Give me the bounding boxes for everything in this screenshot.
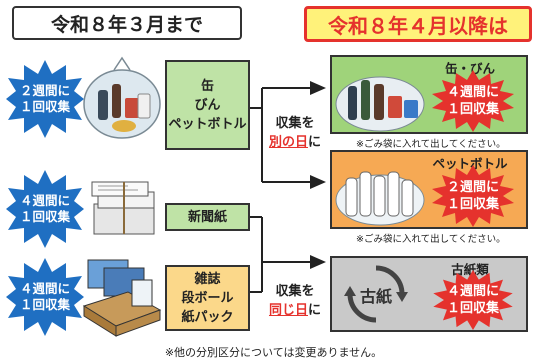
schedule-line: １回収集 (446, 102, 499, 117)
bag-note: ※ごみ袋に入れて出してください。 (356, 139, 506, 150)
new-schedule-header: 令和８年４月以降は (304, 6, 532, 42)
item-label-line: ペットボトル (168, 116, 247, 132)
old-schedule-header: 令和８年３月まで (12, 6, 242, 40)
caption-suffix: に (308, 303, 322, 318)
item-label-line: 雑誌 (194, 271, 221, 287)
separate-day-caption: 収集を 別の日に (266, 114, 324, 152)
schedule-line: １回収集 (446, 301, 499, 316)
caption-line: 同じ日に (266, 301, 324, 320)
schedule-line: ４週間に (446, 85, 499, 100)
starburst-icon (6, 170, 84, 248)
bag-note: ※ごみ袋に入れて出してください。 (356, 234, 506, 245)
schedule-red-burst: ４週間に １回収集 (432, 270, 514, 330)
item-label-line: 缶 (200, 78, 214, 94)
schedule-red-burst: ２週間に １回収集 (432, 165, 514, 227)
footer-note: ※他の分別区分については変更ありません。 (164, 346, 383, 359)
panel-title: ペットボトル (432, 156, 508, 171)
starburst-icon (432, 165, 514, 227)
same-day-caption: 収集を 同じ日に (266, 282, 324, 320)
same-day-emphasis: 同じ日 (268, 303, 308, 318)
schedule-line: １回収集 (19, 297, 70, 312)
starburst-icon (6, 258, 84, 336)
panel-title: 缶・びん (444, 61, 495, 76)
magazines-cardboard-icon (82, 259, 162, 337)
cans-bottles-bag-icon (335, 76, 425, 132)
newspaper-bundle-icon (91, 181, 155, 235)
schedule-burst: ４週間に １回収集 (6, 170, 84, 248)
caption-suffix: に (308, 135, 322, 150)
schedule-line: ４週間に (19, 281, 70, 296)
item-label-box: 新聞紙 (165, 203, 250, 231)
schedule-line: １回収集 (446, 197, 499, 212)
schedule-line: １回収集 (19, 209, 70, 224)
waste-paper-circle-label: 古紙 (359, 287, 392, 306)
caption-line: 収集を (275, 116, 315, 131)
pet-bottles-bag-icon (335, 171, 425, 226)
item-label-line: 紙パック (181, 309, 234, 325)
separate-day-emphasis: 別の日 (268, 135, 308, 150)
item-label-line: 段ボール (181, 290, 234, 306)
schedule-line: ４週間に (446, 284, 499, 299)
schedule-line: １回収集 (19, 99, 70, 114)
schedule-line: ４週間に (19, 193, 70, 208)
schedule-red-burst: ４週間に １回収集 (432, 70, 514, 132)
caption-line: 別の日に (266, 133, 324, 152)
trash-bag-bottles-icon (83, 56, 161, 139)
item-label-line: びん (194, 97, 221, 113)
item-label-line: 新聞紙 (187, 209, 227, 225)
schedule-line: ２週間に (19, 83, 70, 98)
item-label-box: 缶 びん ペットボトル (165, 60, 250, 150)
caption-line: 収集を (275, 284, 315, 299)
schedule-line: ２週間に (446, 180, 499, 195)
starburst-icon (433, 270, 513, 330)
schedule-burst: ４週間に １回収集 (6, 258, 84, 336)
starburst-icon (6, 60, 84, 138)
schedule-burst: ２週間に １回収集 (6, 60, 84, 138)
panel-title: 古紙類 (451, 262, 489, 277)
starburst-icon (432, 70, 514, 132)
item-label-box: 雑誌 段ボール 紙パック (165, 265, 250, 331)
recycle-circle-icon (344, 265, 408, 323)
